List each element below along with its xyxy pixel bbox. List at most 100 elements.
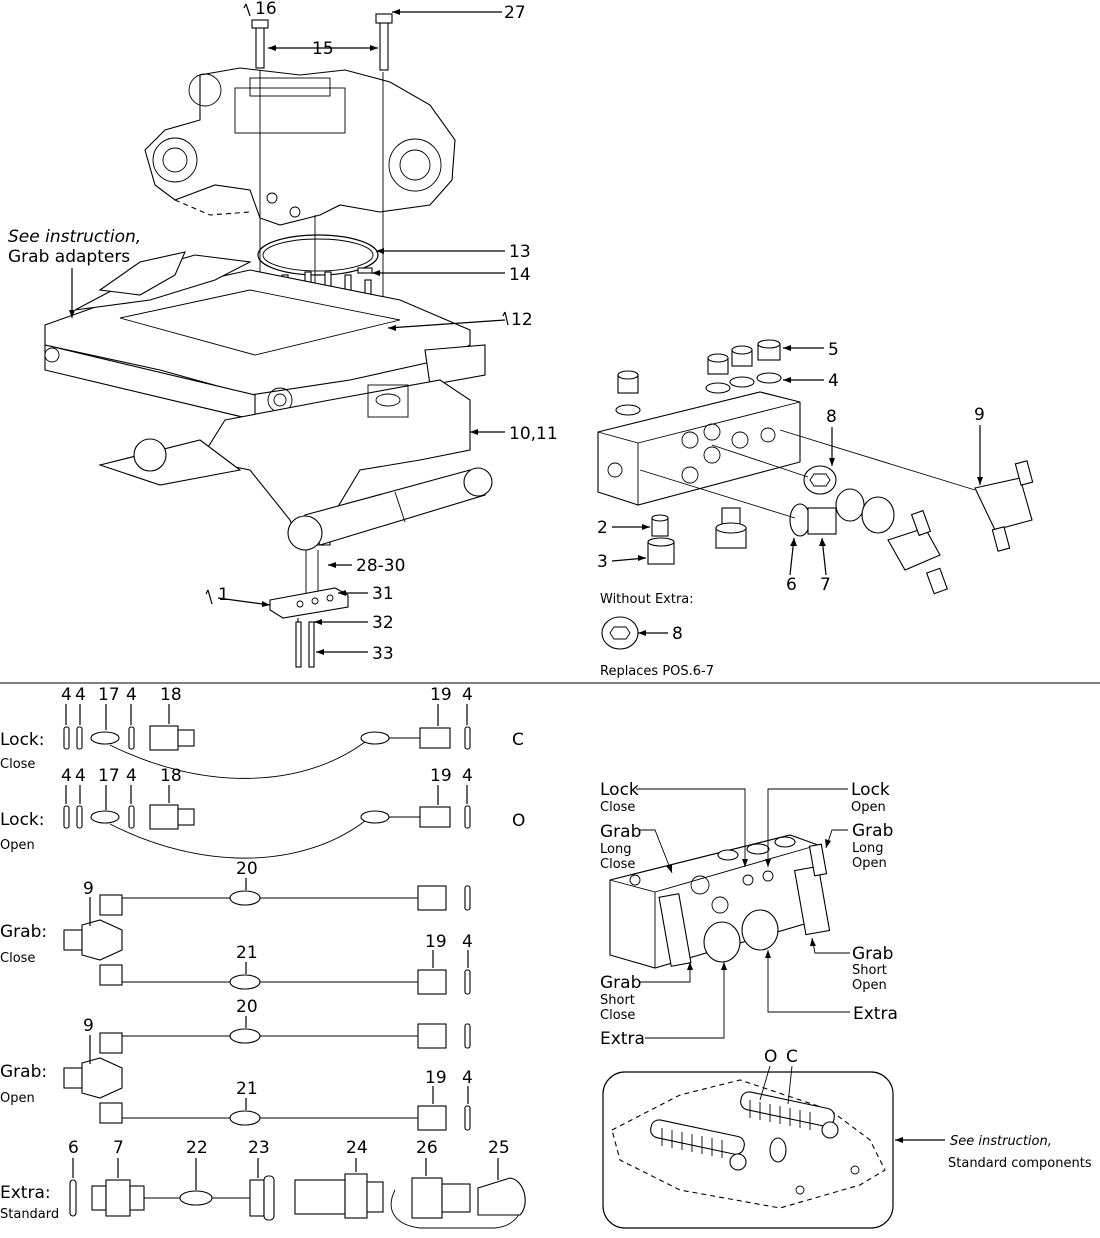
num: 17 <box>98 766 120 786</box>
top-main-callouts: 16 27 15 13 14 12 10,11 28-30 1 31 32 33… <box>8 0 558 664</box>
num: 20 <box>236 997 258 1017</box>
callout-16: 16 <box>255 0 277 19</box>
port-grab-short-close-line3: Close <box>600 1008 635 1023</box>
port-grab-long-open-line3: Open <box>852 856 887 871</box>
num: 26 <box>416 1138 438 1158</box>
port-extra-left: Extra <box>600 1029 645 1049</box>
row-end-letter: C <box>512 730 524 750</box>
letter-o: O <box>764 1047 777 1067</box>
num: 22 <box>186 1138 208 1158</box>
standard-note-line2: Standard components <box>948 1156 1092 1171</box>
vb-callout-6: 6 <box>786 575 797 595</box>
grab-adapters-note-line2: Grab adapters <box>8 247 130 267</box>
num: 19 <box>425 932 447 952</box>
port-grab-long-close-title: Grab <box>600 822 641 842</box>
row-sub: Standard <box>0 1207 59 1222</box>
standard-components-inset: O C See instruction, Standard components <box>602 1047 1092 1229</box>
port-grab-short-open-line2: Short <box>852 963 887 978</box>
port-grab-short-open-title: Grab <box>852 944 893 964</box>
port-grab-short-close-line2: Short <box>600 993 635 1008</box>
row-sub: Close <box>0 757 35 772</box>
num: 4 <box>126 685 137 705</box>
num: 19 <box>430 685 452 705</box>
callout-33: 33 <box>372 644 394 664</box>
row-title: Grab: <box>0 922 47 942</box>
vb-callout-5: 5 <box>828 340 839 360</box>
num: 4 <box>61 685 72 705</box>
num: 25 <box>488 1138 510 1158</box>
port-grab-long-close-line3: Close <box>600 857 635 872</box>
num: 19 <box>430 766 452 786</box>
num: 4 <box>462 766 473 786</box>
vb-callout-9: 9 <box>974 405 985 425</box>
num: 4 <box>462 1068 473 1088</box>
port-grab-long-open-line2: Long <box>852 841 883 856</box>
valve-block-drawing <box>597 339 1034 650</box>
replaces-label: Replaces POS.6-7 <box>600 664 714 679</box>
port-block-callouts: Lock Close Lock Open Grab Long Close Gra… <box>600 780 898 1049</box>
num: 24 <box>346 1138 368 1158</box>
vb-callout-3: 3 <box>597 552 608 572</box>
num: 4 <box>462 932 473 952</box>
num: 18 <box>160 766 182 786</box>
port-grab-short-open-line3: Open <box>852 978 887 993</box>
row-title: Grab: <box>0 1062 47 1082</box>
row-sub: Open <box>0 838 35 853</box>
standard-note-line1: See instruction, <box>950 1134 1052 1149</box>
port-grab-short-close-title: Grab <box>600 973 641 993</box>
num: 18 <box>160 685 182 705</box>
num: 4 <box>126 766 137 786</box>
row-title: Lock: <box>0 730 45 750</box>
hose-row-grab-close: Grab: Close 9 20 21 19 4 <box>0 859 473 995</box>
callout-1: 1 <box>218 585 229 605</box>
num: 4 <box>75 766 86 786</box>
num: 21 <box>236 943 258 963</box>
num: 21 <box>236 1079 258 1099</box>
hose-row-lock-open: Lock: Open O 4 4 17 4 18 19 4 <box>0 766 525 859</box>
vb-callout-2: 2 <box>597 518 608 538</box>
port-lock-open-title: Lock <box>851 780 890 800</box>
num: 9 <box>83 879 94 899</box>
row-title: Lock: <box>0 810 45 830</box>
row-title: Extra: <box>0 1183 51 1203</box>
port-grab-long-close-line2: Long <box>600 842 631 857</box>
hose-row-extra-standard: Extra: Standard 6 7 22 23 24 26 25 <box>0 1138 526 1229</box>
num: 9 <box>83 1016 94 1036</box>
callout-27: 27 <box>504 3 526 23</box>
callout-31: 31 <box>372 584 394 604</box>
callout-12: 12 <box>511 310 533 330</box>
callout-32: 32 <box>372 613 394 633</box>
num: 17 <box>98 685 120 705</box>
grab-adapters-note-line1: See instruction, <box>8 227 141 247</box>
port-grab-long-open-title: Grab <box>852 821 893 841</box>
callout-13: 13 <box>509 242 531 262</box>
num: 4 <box>61 766 72 786</box>
num: 20 <box>236 859 258 879</box>
vb-callout-8: 8 <box>826 407 837 427</box>
vb-callout-7: 7 <box>820 575 831 595</box>
num: 23 <box>248 1138 270 1158</box>
port-lock-open-sub: Open <box>851 800 886 815</box>
callout-14: 14 <box>509 265 531 285</box>
port-lock-close-sub: Close <box>600 800 635 815</box>
num: 4 <box>462 685 473 705</box>
port-extra-right: Extra <box>853 1004 898 1024</box>
num: 6 <box>68 1138 79 1158</box>
callout-10-11: 10,11 <box>509 424 558 444</box>
callout-15: 15 <box>312 39 334 59</box>
num: 4 <box>75 685 86 705</box>
callout-28-30: 28-30 <box>356 556 405 576</box>
num: 19 <box>425 1068 447 1088</box>
port-block-drawing <box>609 834 831 969</box>
row-end-letter: O <box>512 811 525 831</box>
num: 7 <box>113 1138 124 1158</box>
vb-callout-4: 4 <box>828 371 839 391</box>
hose-row-grab-open: Grab: Open 9 20 21 19 4 <box>0 997 473 1131</box>
row-sub: Open <box>0 1091 35 1106</box>
rotator-assembly-drawing <box>44 3 509 668</box>
without-extra-label: Without Extra: <box>600 592 694 607</box>
valve-block-callouts: 5 4 8 9 2 3 6 7 8 Without Extra: Replace… <box>597 340 985 679</box>
vb-callout-8b: 8 <box>672 624 683 644</box>
row-sub: Close <box>0 951 35 966</box>
